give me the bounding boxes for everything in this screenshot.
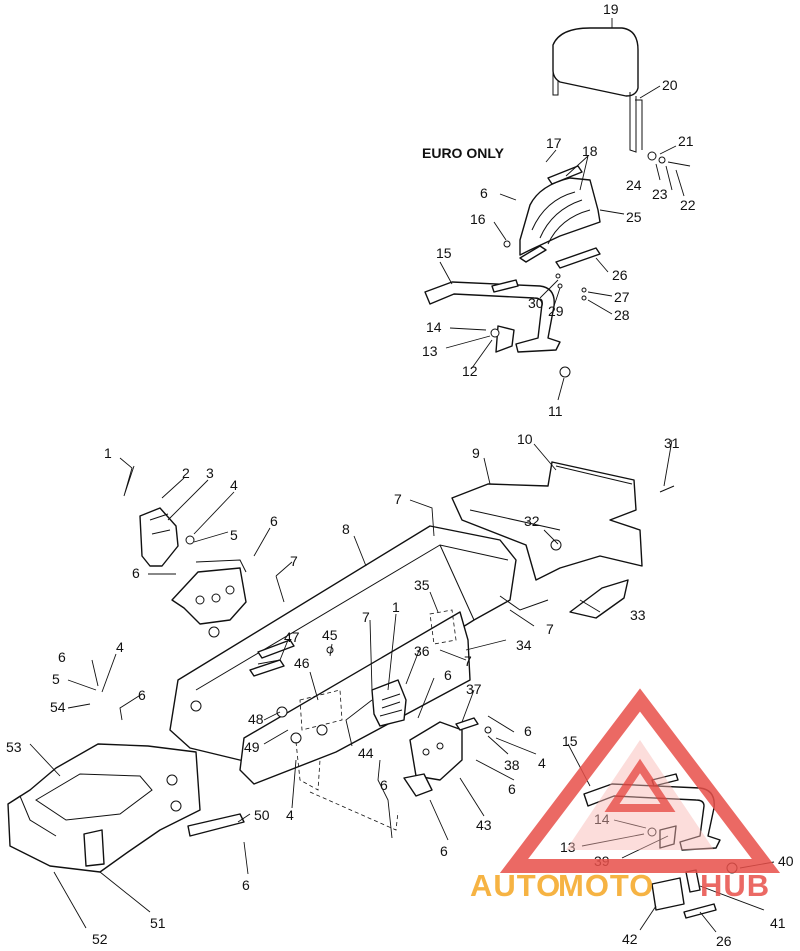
callout-3: 3 — [206, 465, 214, 481]
watermark-auto: AUTO — [470, 868, 561, 903]
callout-4b: 4 — [116, 639, 124, 655]
center-brackets — [371, 679, 492, 797]
callout-10: 10 — [517, 431, 533, 447]
callout-6g: 6 — [524, 723, 532, 739]
callout-1b: 1 — [392, 599, 400, 615]
callout-54: 54 — [50, 699, 66, 715]
callout-6a: 6 — [480, 185, 488, 201]
callout-49: 49 — [244, 739, 260, 755]
callout-4c: 4 — [538, 755, 546, 771]
callout-28: 28 — [614, 307, 630, 323]
callout-6c: 6 — [132, 565, 140, 581]
callout-7c: 7 — [362, 609, 370, 625]
callout-6f: 6 — [444, 667, 452, 683]
callout-52: 52 — [92, 931, 108, 947]
watermark-moto: MOTO — [558, 868, 654, 903]
callout-12: 12 — [462, 363, 478, 379]
watermark-logo: AUTO MOTO HUB — [470, 688, 781, 903]
callout-13a: 13 — [422, 343, 438, 359]
callout-21: 21 — [678, 133, 694, 149]
callout-38: 38 — [504, 757, 520, 773]
callout-6h: 6 — [380, 777, 388, 793]
callout-22: 22 — [680, 197, 696, 213]
callout-6i: 6 — [508, 781, 516, 797]
callout-26b: 26 — [716, 933, 732, 949]
backrest-assembly — [424, 27, 691, 378]
front-left-brackets — [139, 507, 247, 638]
callout-11: 11 — [548, 403, 563, 419]
callout-32: 32 — [524, 513, 540, 529]
callout-6k: 6 — [242, 877, 250, 893]
callout-45: 45 — [322, 627, 338, 643]
callout-5a: 5 — [230, 527, 238, 543]
callout-15a: 15 — [436, 245, 452, 261]
callout-17: 17 — [546, 135, 562, 151]
callout-9: 9 — [472, 445, 480, 461]
callout-25: 25 — [626, 209, 642, 225]
callout-labels: EURO ONLY 19 20 21 17 18 24 23 22 6 16 2… — [6, 1, 794, 949]
callout-1a: 1 — [104, 445, 112, 461]
callout-44: 44 — [358, 745, 374, 761]
callout-34: 34 — [516, 637, 532, 653]
callout-50: 50 — [254, 807, 270, 823]
callout-6j: 6 — [440, 843, 448, 859]
rear-fender — [451, 461, 675, 619]
watermark-hub: HUB — [700, 868, 770, 903]
callout-24: 24 — [626, 177, 642, 193]
callout-20: 20 — [662, 77, 678, 93]
callout-14a: 14 — [426, 319, 442, 335]
callout-29: 29 — [548, 303, 564, 319]
callout-7b: 7 — [394, 491, 402, 507]
callout-47: 47 — [284, 629, 300, 645]
callout-46: 46 — [294, 655, 310, 671]
callout-48: 48 — [248, 711, 264, 727]
callout-31: 31 — [664, 435, 680, 451]
callout-42: 42 — [622, 931, 638, 947]
leader-lines — [29, 18, 775, 933]
callout-7d: 7 — [546, 621, 554, 637]
callout-7e: 7 — [464, 653, 472, 669]
callout-4a: 4 — [230, 477, 238, 493]
callout-26a: 26 — [612, 267, 628, 283]
callout-8: 8 — [342, 521, 350, 537]
callout-6e: 6 — [138, 687, 146, 703]
callout-30: 30 — [528, 295, 544, 311]
callout-6d: 6 — [58, 649, 66, 665]
callout-40: 40 — [778, 853, 794, 869]
callout-37: 37 — [466, 681, 482, 697]
callout-23: 23 — [652, 186, 668, 202]
callout-15b: 15 — [562, 733, 578, 749]
callout-18: 18 — [582, 143, 598, 159]
callout-51: 51 — [150, 915, 166, 931]
tunnel-frame — [169, 525, 549, 831]
callout-6b: 6 — [270, 513, 278, 529]
callout-33: 33 — [630, 607, 646, 623]
callout-5b: 5 — [52, 671, 60, 687]
callout-35: 35 — [414, 577, 430, 593]
callout-13b: 13 — [560, 839, 576, 855]
callout-2: 2 — [182, 465, 190, 481]
callout-19: 19 — [603, 1, 619, 17]
callout-16: 16 — [470, 211, 486, 227]
front-pan — [7, 743, 245, 873]
callout-36: 36 — [414, 643, 430, 659]
callout-7a: 7 — [290, 553, 298, 569]
callout-14b: 14 — [594, 811, 610, 827]
callout-53: 53 — [6, 739, 22, 755]
callout-41: 41 — [770, 915, 786, 931]
triangle-logo-icon — [499, 688, 781, 873]
euro-only-note: EURO ONLY — [422, 145, 505, 161]
callout-27: 27 — [614, 289, 630, 305]
callout-4d: 4 — [286, 807, 294, 823]
callout-43: 43 — [476, 817, 492, 833]
